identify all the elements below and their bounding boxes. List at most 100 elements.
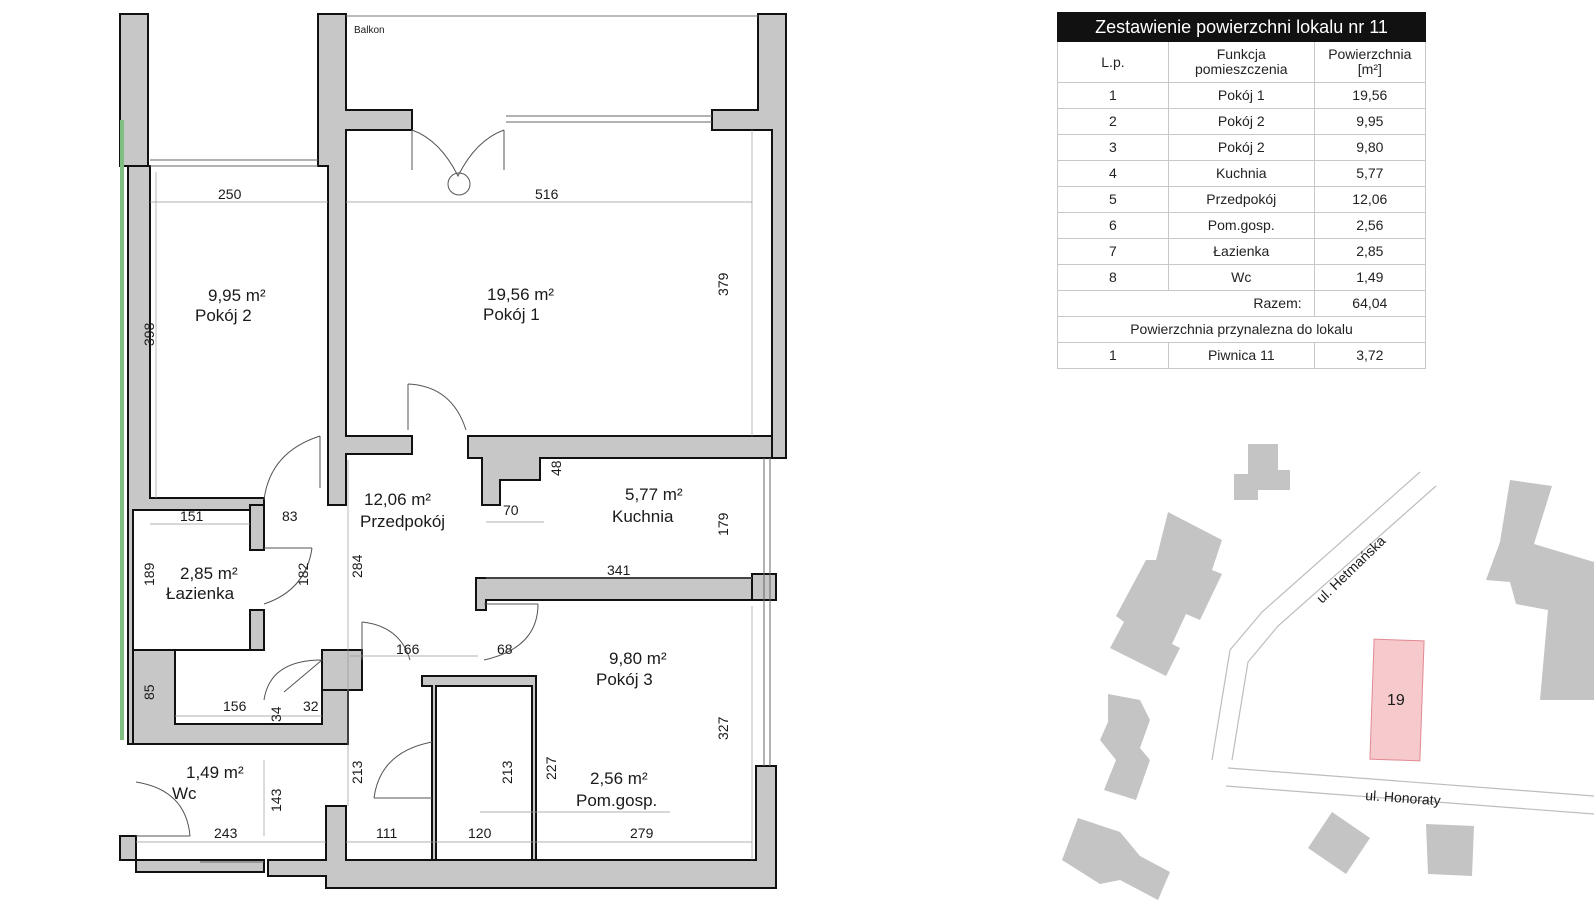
- table-total-row: Razem: 64,04: [1057, 290, 1427, 317]
- dim-label: 398: [141, 322, 157, 346]
- kuchnia-area: 5,77 m²: [625, 485, 683, 504]
- room-labels: 9,95 m² Pokój 2 19,56 m² Pokój 1 12,06 m…: [166, 285, 683, 810]
- cell-lp: 5: [1057, 186, 1169, 213]
- street-label-hetmanska: ul. Hetmańska: [1313, 532, 1389, 606]
- dim-label: 120: [468, 825, 492, 841]
- wc-area: 1,49 m²: [186, 763, 244, 782]
- cell-area: 9,95: [1313, 108, 1427, 135]
- pokoj1-area: 19,56 m²: [487, 285, 554, 304]
- lazienka-area: 2,85 m²: [180, 564, 238, 583]
- dim-label: 189: [141, 562, 157, 586]
- dim-label: 250: [218, 186, 242, 202]
- cell-area: 5,77: [1313, 160, 1427, 187]
- przedpokoj-name: Przedpokój: [360, 512, 445, 531]
- header-area: Powierzchnia [m²]: [1313, 41, 1427, 83]
- cell-area: 1,49: [1313, 264, 1427, 291]
- dim-label: 48: [548, 460, 564, 476]
- pomgosp-area: 2,56 m²: [590, 769, 648, 788]
- windows: [150, 115, 771, 863]
- dim-label: 227: [543, 756, 559, 780]
- cell-function: Pom.gosp.: [1167, 212, 1315, 239]
- area-summary-table: Zestawienie powierzchni lokalu nr 11 L.p…: [1057, 12, 1427, 369]
- cell-area: 9,80: [1313, 134, 1427, 161]
- wall-kitchen-bottom: [475, 577, 757, 611]
- dim-label: 379: [715, 272, 731, 296]
- dim-label: 516: [535, 186, 559, 202]
- dim-label: 213: [499, 760, 515, 784]
- total-value: 64,04: [1313, 290, 1427, 317]
- table-title: Zestawienie powierzchni lokalu nr 11: [1057, 12, 1426, 42]
- wall-right-top: [711, 13, 787, 459]
- street-label-honoraty: ul. Honoraty: [1365, 787, 1441, 808]
- dimension-lines: [136, 130, 753, 860]
- building-number: 19: [1387, 692, 1405, 709]
- pokoj1-name: Pokój 1: [483, 305, 540, 324]
- kuchnia-name: Kuchnia: [612, 507, 674, 526]
- dim-label: 151: [180, 508, 204, 524]
- streets: [1211, 471, 1594, 815]
- walls: [119, 13, 787, 889]
- przedpokoj-area: 12,06 m²: [364, 490, 431, 509]
- extra-header: Powierzchnia przynalezna do lokalu: [1057, 316, 1426, 343]
- cell-lp: 1: [1057, 342, 1169, 369]
- pokoj2-area: 9,95 m²: [208, 286, 266, 305]
- dim-label: 32: [303, 698, 319, 714]
- cell-function: Kuchnia: [1167, 160, 1315, 187]
- cell-area: 12,06: [1313, 186, 1427, 213]
- dim-label: 70: [503, 502, 519, 518]
- cell-lp: 7: [1057, 238, 1169, 265]
- location-map: 19 ul. Hetmańska ul. Honoraty: [1062, 444, 1594, 900]
- pokoj3-area: 9,80 m²: [609, 649, 667, 668]
- cell-lp: 1: [1057, 82, 1169, 109]
- wall-storage: [421, 675, 537, 861]
- dim-label: 166: [396, 641, 420, 657]
- wall-bath-bottom: [132, 609, 349, 745]
- table-title-row: Zestawienie powierzchni lokalu nr 11: [1057, 12, 1426, 42]
- header-function: Funkcja pomieszczenia: [1167, 41, 1315, 83]
- floor-plan: Balkon: [119, 13, 787, 889]
- cell-function: Piwnica 11: [1167, 342, 1315, 369]
- wall-bath-top-right: [249, 504, 265, 551]
- cell-function: Pokój 2: [1167, 134, 1315, 161]
- cell-area: 19,56: [1313, 82, 1427, 109]
- buildings: [1062, 444, 1594, 900]
- wall-wc-corner: [321, 649, 363, 691]
- table-extra-header-row: Powierzchnia przynalezna do lokalu: [1057, 316, 1426, 343]
- cell-area: 2,85: [1313, 238, 1427, 265]
- dim-label: 83: [282, 508, 298, 524]
- cell-area: 3,72: [1313, 342, 1427, 369]
- wall-bottom-left: [119, 835, 265, 873]
- dim-label: 279: [630, 825, 654, 841]
- wall-room1-left: [317, 13, 413, 506]
- dim-label: 143: [268, 788, 284, 812]
- wall-kitchen-top: [467, 435, 773, 506]
- dim-label: 327: [715, 716, 731, 740]
- lazienka-name: Łazienka: [166, 584, 235, 603]
- facade-accent: [120, 120, 124, 740]
- wall-left-top: [119, 13, 149, 167]
- dim-label: 213: [349, 760, 365, 784]
- dim-label: 182: [295, 562, 311, 586]
- wc-name: Wc: [172, 784, 197, 803]
- dim-label: 34: [268, 706, 284, 722]
- cell-function: Pokój 2: [1167, 108, 1315, 135]
- dim-label: 85: [141, 684, 157, 700]
- dim-label: 284: [349, 554, 365, 578]
- total-label: Razem:: [1057, 290, 1315, 317]
- pomgosp-name: Pom.gosp.: [576, 791, 657, 810]
- cell-function: Pokój 1: [1167, 82, 1315, 109]
- dim-label: 68: [497, 641, 513, 657]
- pokoj2-name: Pokój 2: [195, 306, 252, 325]
- dim-label: 243: [214, 825, 238, 841]
- cell-function: Wc: [1167, 264, 1315, 291]
- cell-function: Przedpokój: [1167, 186, 1315, 213]
- cell-lp: 2: [1057, 108, 1169, 135]
